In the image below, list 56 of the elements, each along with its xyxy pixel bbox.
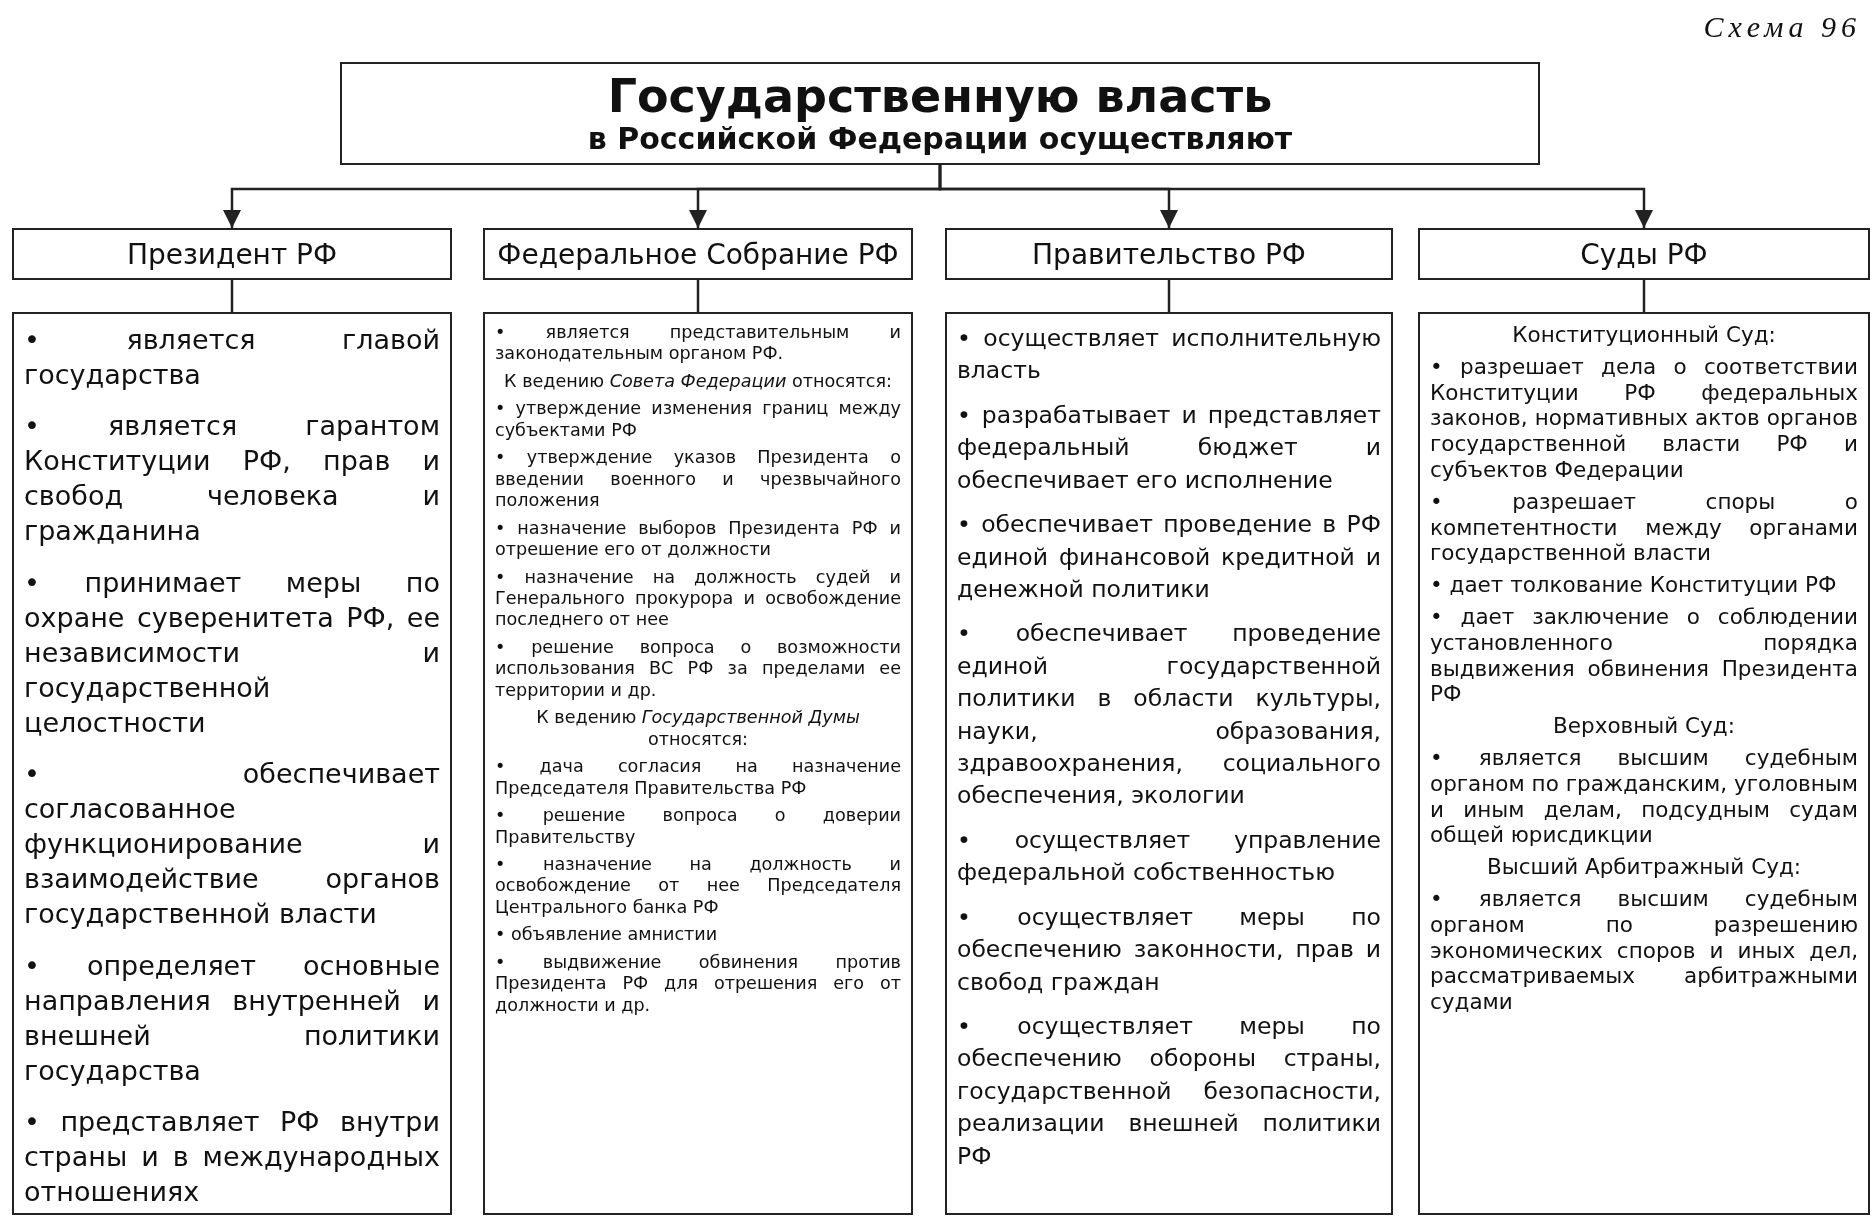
header-text: Президент РФ [126,237,338,271]
title-text: Государственную власть [607,70,1273,122]
bullet-item: • дает заключение о соблюдении установленного порядка выдвижения обвинения Президента РФ [1430,603,1858,708]
bullet-item: • утверждение изменения границ между субъектами РФ [495,398,901,442]
header-text: Федеральное Собрание РФ [497,237,899,271]
connector-line [230,280,234,312]
function-list-box [12,312,452,1215]
bullet-item: • назначение на должность и освобождение от нее Председателя Центрального банка РФ [495,853,901,919]
function-list-box [945,312,1393,1215]
bullet-item: • утверждение указов Президента о введении военного и чрезвычайного положения [495,447,901,512]
section-heading: Конституционный Суд: [1511,322,1777,348]
branch-header-box [1418,228,1870,280]
section-heading: Верховный Суд: [1552,713,1736,739]
header-text: Правительство РФ [1032,237,1306,271]
connector-line [696,280,700,312]
bullet-item: • осуществляет управление федеральной собственностью [957,824,1381,889]
bullet-item: • выдвижение обвинения против Президента РФ для отрешения его от должности и др. [495,951,901,1017]
branch-header-box [945,228,1393,280]
bullet-item: • разрешает споры о компетентности между органами государственной власти [1430,488,1858,567]
section-heading: К ведению Совета Федерации относятся: [503,370,893,393]
arrow [938,165,1653,228]
bullet-item: • решение вопроса о возможности использования ВС РФ за пределами ее территории и др. [495,636,901,702]
bullet-item: • является представительным и законодательным органом РФ. [495,322,901,365]
bullet-item: • назначение на должность судей и Генерального прокурора и освобождение последнего от нее [495,566,901,631]
bullet-item: • обеспечивает проведение единой государственной политики в области культуры, науки, образования, здравоохранения, социального обеспечения, экологии [957,618,1381,812]
function-list-box [483,312,913,1215]
bullet-item: • решение вопроса о доверии Правительству [495,805,901,848]
branch-header-box [12,228,452,280]
bullet-item: • назначение выборов Президента РФ и отрешение его от должности [495,517,901,561]
bullet-item: • осуществляет меры по обеспечению законности, прав и свобод граждан [957,901,1381,998]
subtitle-text: в Российской Федерации осуществляют [587,121,1293,157]
bullet-item: • объявление амнистии [495,924,719,946]
bullet-item: • является главой государства [24,323,440,393]
bullet-item: • дача согласия на назначение Председателя Правительства РФ [495,756,901,800]
title-box [340,62,1540,165]
bullet-item: • принимает меры по охране суверенитета РФ, ее независимости и государственной целостности [24,565,440,740]
bullet-item: • обеспечивает согласованное функционирование и взаимодействие органов государственной власти [24,757,440,932]
bullet-item: • является гарантом Конституции РФ, прав и свобод человека и гражданина [24,409,440,549]
section-heading: К ведению Государственной Думы относятся: [535,707,861,751]
bullet-item: • разрешает дела о соответствии Конституции РФ федеральных законов, нормативных актов органов государственной власти РФ и субъектов Федерации [1430,353,1858,483]
branch-header-box [483,228,913,280]
bullet-item: • является высшим судебным органом по разрешению экономических споров и иных дел, рассматриваемых арбитражными судами [1430,885,1858,1015]
header-text: Суды РФ [1580,237,1708,271]
function-list-box [1418,312,1870,1215]
bullet-item: • разрабатывает и представляет федеральный бюджет и обеспечивает его исполнение [957,399,1381,496]
bullet-item: • является высшим судебным органом по гражданским, уголовным и иным делам, подсудным судам общей юрисдикции [1430,744,1858,849]
bullet-item: • представляет РФ внутри страны и в международных отношениях [24,1104,440,1210]
bullet-item: • осуществляет исполнительную власть [957,323,1381,387]
connector-line [1167,280,1171,312]
bullet-item: • дает толкование Конституции РФ [1430,572,1838,598]
section-heading: Высший Арбитражный Суд: [1486,854,1802,880]
bullet-item: • осуществляет меры по обеспечению обороны страны, государственной безопасности, реализации внешней политики РФ [957,1011,1381,1172]
bullet-item: • обеспечивает проведение в РФ единой финансовой кредитной и денежной политики [957,509,1381,605]
bullet-item: • определяет основные направления внутренней и внешней политики государства [24,948,440,1088]
connector-line [1642,280,1646,312]
scheme-number: Схема 96 [1703,10,1861,44]
